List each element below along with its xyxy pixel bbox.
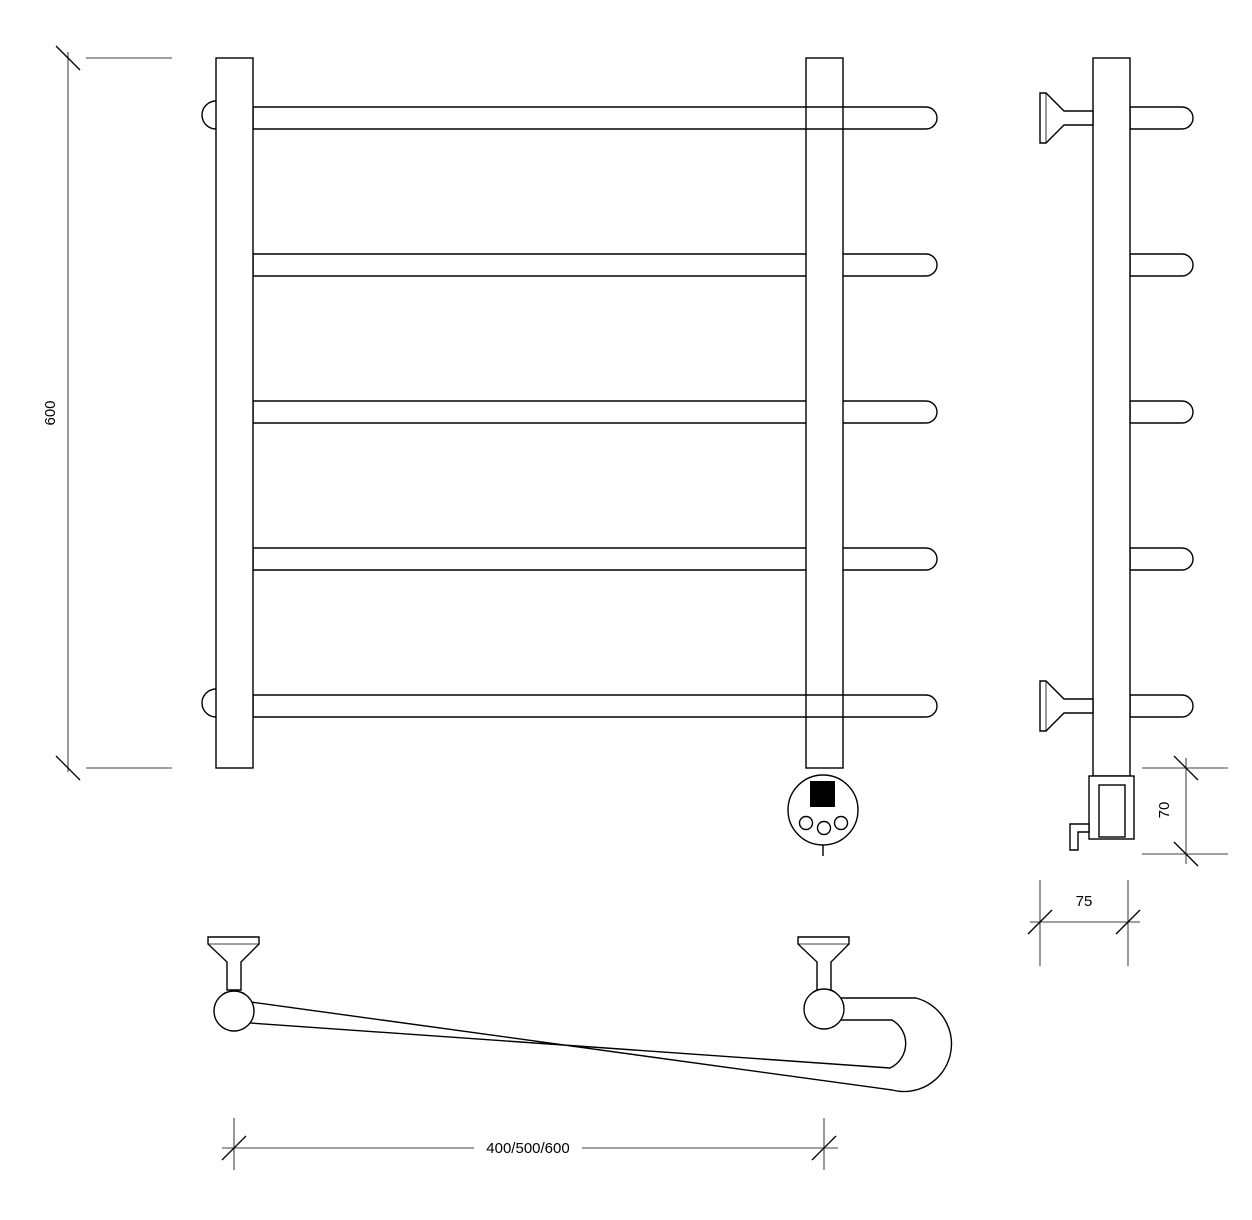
top-wall-mount-left bbox=[207, 936, 260, 1032]
depth-dimension-label: 75 bbox=[1076, 893, 1093, 910]
side-bar bbox=[1129, 253, 1194, 277]
side-bar bbox=[1129, 400, 1194, 424]
side-bars bbox=[1129, 106, 1194, 718]
controller-height-dimension: 70 bbox=[1142, 755, 1228, 867]
side-vertical-post bbox=[1092, 57, 1131, 777]
left-bar-cap-bottom bbox=[201, 688, 217, 718]
side-view: 70 75 bbox=[1027, 57, 1228, 966]
controller-button-left bbox=[798, 815, 814, 831]
side-wall-mount-top bbox=[1039, 92, 1094, 144]
front-bar bbox=[252, 400, 938, 424]
width-dimension: 400/500/600 bbox=[221, 1118, 838, 1170]
height-dimension-label: 600 bbox=[42, 400, 59, 425]
depth-dimension: 75 bbox=[1027, 880, 1141, 966]
front-bars-over-post bbox=[806, 106, 843, 718]
top-view-bar-loop bbox=[235, 997, 953, 1093]
right-vertical-post bbox=[805, 57, 844, 769]
left-post-bar-caps bbox=[201, 100, 217, 718]
front-bar bbox=[252, 106, 938, 130]
front-bars bbox=[252, 106, 938, 718]
side-wall-mount-bottom bbox=[1039, 680, 1094, 732]
controller-power-button bbox=[810, 781, 835, 807]
side-bar bbox=[1129, 547, 1194, 571]
front-view: 600 bbox=[42, 45, 938, 856]
electric-controller bbox=[787, 774, 859, 856]
left-vertical-post bbox=[215, 57, 254, 769]
controller-height-label: 70 bbox=[1156, 802, 1173, 819]
top-view: 400/500/600 bbox=[207, 936, 953, 1170]
left-bar-cap-top bbox=[201, 100, 217, 130]
front-bar-crossing bbox=[806, 106, 843, 130]
height-dimension: 600 bbox=[42, 45, 172, 781]
side-bar bbox=[1129, 106, 1194, 130]
side-bar bbox=[1129, 694, 1194, 718]
front-bar bbox=[252, 694, 938, 718]
side-controller bbox=[1069, 775, 1135, 851]
top-wall-mount-right bbox=[797, 936, 850, 1030]
controller-button-right bbox=[833, 815, 849, 831]
front-bar bbox=[252, 547, 938, 571]
front-bar-crossing bbox=[806, 694, 843, 718]
front-bar bbox=[252, 253, 938, 277]
controller-button-middle bbox=[816, 820, 832, 836]
width-dimension-label: 400/500/600 bbox=[486, 1140, 569, 1157]
